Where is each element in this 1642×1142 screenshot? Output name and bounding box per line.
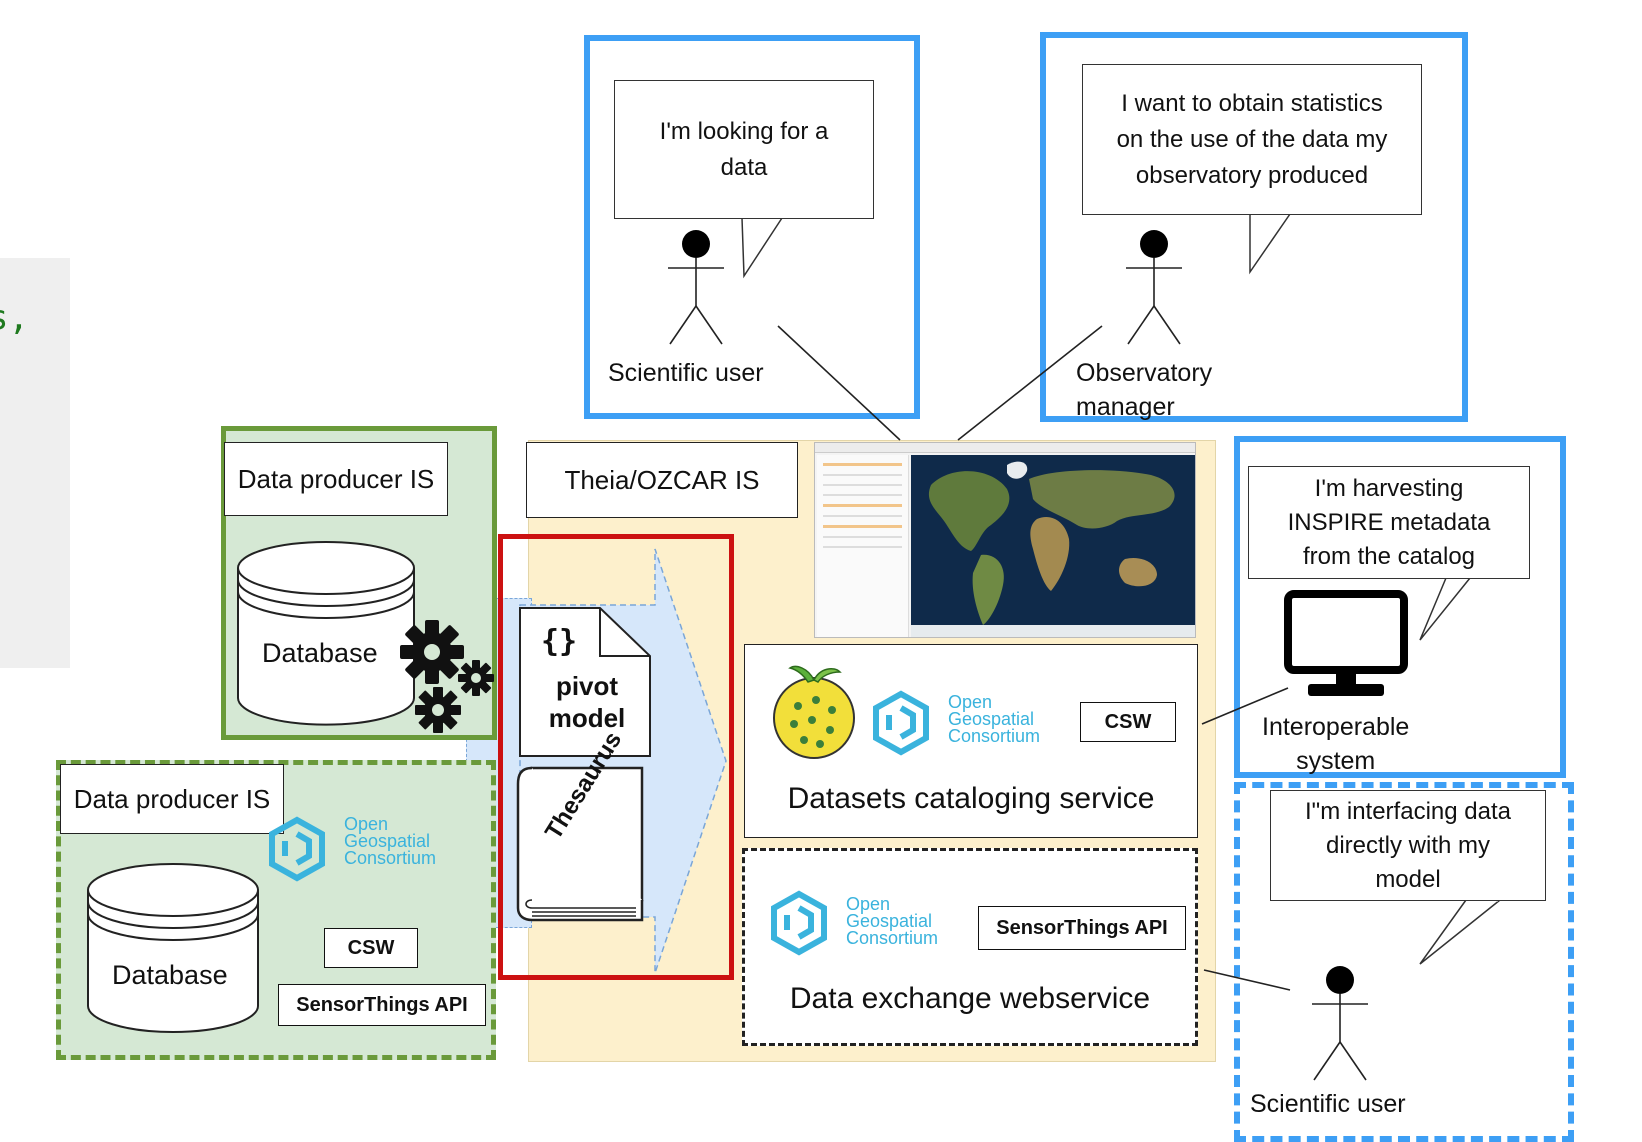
- producer-is-bottom-label: Data producer IS: [60, 764, 284, 834]
- observatory-manager-actor-icon: [1126, 230, 1182, 345]
- screenshot-toolbar: [815, 443, 1195, 453]
- speech-line-2: on the use of the data my: [1116, 125, 1388, 153]
- ogc-line-2: Geospatial: [344, 831, 431, 851]
- speech-line-1: I'm harvesting: [1314, 474, 1464, 502]
- sensorthings-label-exchange: SensorThings API: [978, 906, 1186, 950]
- speech-line-3: observatory produced: [1135, 161, 1369, 189]
- speech-line-1: I want to obtain statistics: [1121, 89, 1383, 117]
- ogc-line-3: Consortium: [948, 726, 1041, 746]
- database-label-top: Database: [262, 638, 378, 668]
- label-line-1: Interoperable: [1262, 713, 1410, 741]
- database-icon-bottom: [87, 863, 259, 1033]
- speech-bubble-interoperable-system: I'm harvesting INSPIRE metadata from the…: [1248, 466, 1530, 579]
- ogc-logo-catalog-icon: [873, 690, 929, 756]
- csw-label-producer: CSW: [324, 928, 418, 968]
- observatory-manager-frame: [1040, 32, 1468, 422]
- cropped-text: s,: [0, 298, 29, 338]
- ogc-line-2: Geospatial: [948, 709, 1035, 729]
- speech-line-2: data: [720, 153, 768, 181]
- database-icon-top: [237, 541, 415, 726]
- thesaurus-book-icon: [516, 766, 644, 922]
- producer-is-top-label: Data producer IS: [224, 442, 448, 516]
- scientific-user-frame: [584, 35, 920, 419]
- speech-line-3: from the catalog: [1302, 542, 1476, 570]
- ogc-line-3: Consortium: [344, 848, 437, 868]
- speech-bubble-scientific-user: I'm looking for a data: [614, 80, 874, 219]
- scientific-user-bottom-label: Scientific user: [1250, 1090, 1406, 1118]
- ogc-line-1: Open: [846, 894, 891, 914]
- database-label-bottom: Database: [112, 960, 228, 990]
- ogc-text-exchange: Open Geospatial Consortium: [846, 894, 939, 948]
- scientific-user-bottom-actor-icon: [1312, 966, 1368, 1081]
- scientific-user-actor-icon: [668, 230, 724, 345]
- catalog-service-title: Datasets cataloging service: [787, 782, 1155, 815]
- screenshot-sidebar: [817, 455, 909, 637]
- speech-line-3: model: [1375, 865, 1441, 893]
- ogc-line-1: Open: [948, 692, 993, 712]
- ogc-line-1: Open: [344, 814, 389, 834]
- speech-bubble-scientific-user-bottom: I"m interfacing data directly with my mo…: [1270, 790, 1546, 901]
- scientific-user-label: Scientific user: [608, 359, 764, 387]
- gears-icon: [400, 620, 494, 733]
- pivot-model-document-icon: [519, 607, 651, 757]
- computer-monitor-icon: [1284, 590, 1408, 696]
- ogc-logo-exchange-icon: [771, 890, 827, 956]
- observatory-manager-label: Observatory manager: [1076, 356, 1212, 424]
- pivot-braces: {}: [541, 624, 578, 659]
- pivot-label-line-2: model: [548, 703, 626, 733]
- catalog-ui-screenshot: [814, 442, 1196, 638]
- label-line-2: system: [1296, 747, 1376, 775]
- geonetwork-globe-icon: [773, 665, 855, 759]
- ogc-line-2: Geospatial: [846, 911, 933, 931]
- cropped-side-panel: s,: [0, 258, 70, 668]
- interoperable-system-label: Interoperable system: [1262, 710, 1409, 778]
- ogc-logo-icon: [269, 816, 325, 882]
- speech-bubble-observatory-manager: I want to obtain statistics on the use o…: [1082, 64, 1422, 215]
- world-map-image: [911, 455, 1195, 637]
- ogc-text-producer: Open Geospatial Consortium: [344, 814, 437, 868]
- ogc-text-catalog: Open Geospatial Consortium: [948, 692, 1041, 746]
- label-line-1: Observatory: [1076, 359, 1213, 387]
- speech-line-2: directly with my: [1325, 831, 1491, 859]
- theia-label: Theia/OZCAR IS: [526, 442, 798, 518]
- exchange-service-title: Data exchange webservice: [789, 982, 1151, 1015]
- sensorthings-label-producer: SensorThings API: [278, 984, 486, 1026]
- label-line-2: manager: [1076, 393, 1175, 421]
- pivot-label: pivot model: [532, 670, 642, 734]
- ogc-line-3: Consortium: [846, 928, 939, 948]
- pivot-highlight: [498, 534, 734, 980]
- interoperable-system-frame: [1234, 436, 1566, 778]
- speech-line-1: I"m interfacing data: [1305, 797, 1511, 825]
- pivot-label-line-1: pivot: [555, 671, 619, 701]
- speech-line-1: I'm looking for a: [659, 117, 829, 145]
- csw-label-catalog: CSW: [1080, 702, 1176, 742]
- speech-line-2: INSPIRE metadata: [1287, 508, 1491, 536]
